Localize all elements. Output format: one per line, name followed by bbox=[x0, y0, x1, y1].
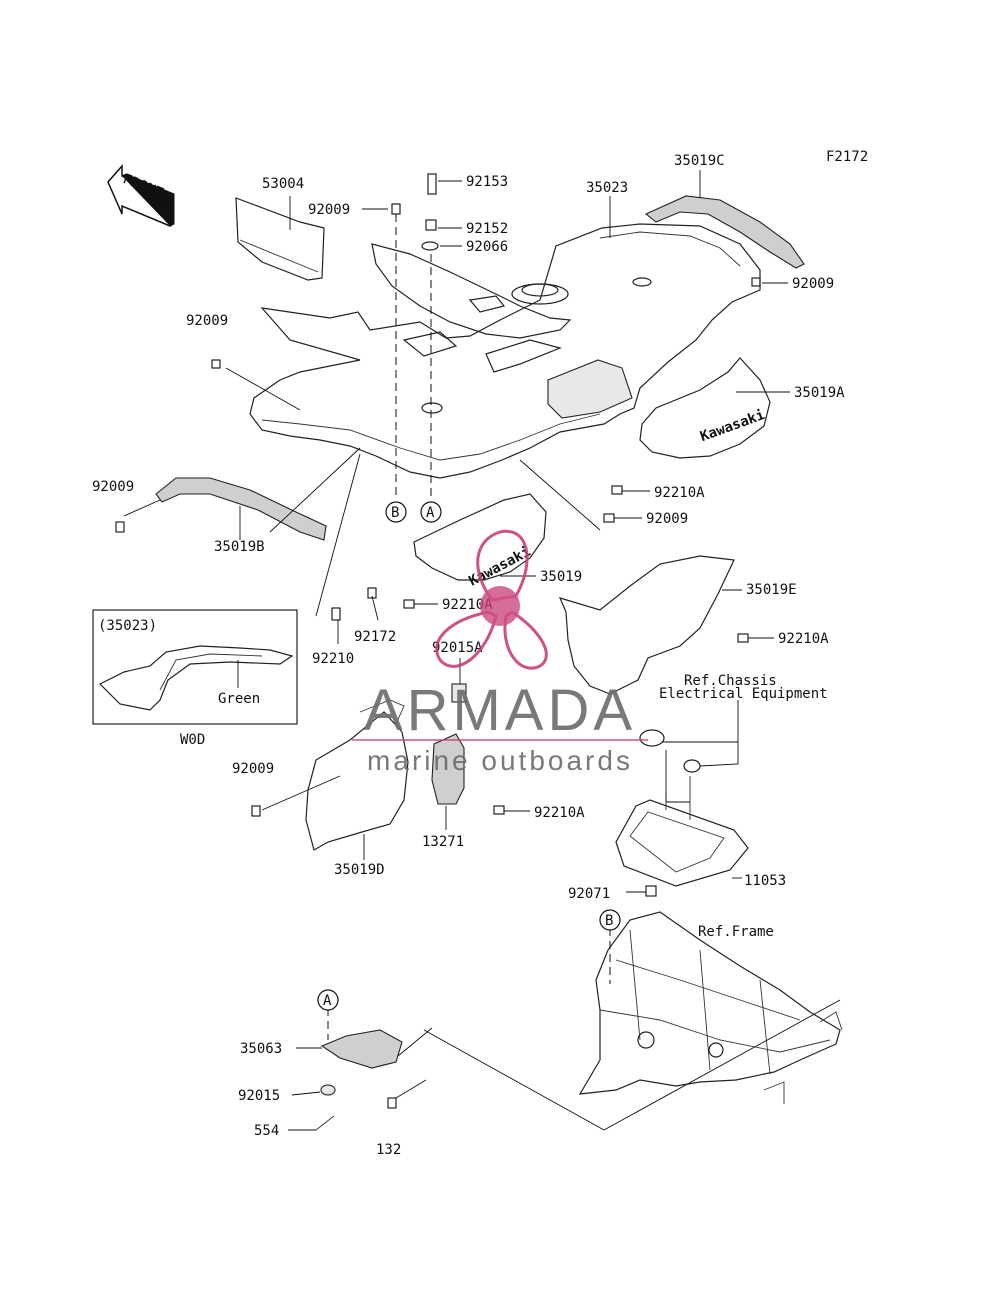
callout-35019a: 35019A bbox=[794, 385, 845, 401]
callout-554: 554 bbox=[254, 1123, 279, 1139]
svg-text:B: B bbox=[391, 505, 399, 521]
marker-b-frame: B bbox=[599, 909, 621, 931]
callout-92210: 92210 bbox=[312, 651, 354, 667]
front-arrow-icon: FRONT bbox=[107, 164, 175, 228]
inset-35023-variant: (35023) Green bbox=[92, 609, 298, 725]
part-35019b-strip bbox=[155, 477, 327, 541]
callout-53004: 53004 bbox=[262, 176, 304, 192]
callout-92009: 92009 bbox=[92, 479, 134, 495]
part-92015-nut bbox=[320, 1084, 336, 1096]
callout-92172: 92172 bbox=[354, 629, 396, 645]
ref-chassis-line1: Ref.Chassis bbox=[684, 673, 777, 689]
figure-code: F2172 bbox=[826, 149, 868, 165]
part-53004-flap bbox=[235, 197, 325, 281]
callout-92009: 92009 bbox=[186, 313, 228, 329]
part-35019a-panel: Kawasaki bbox=[639, 357, 771, 459]
callout-13271: 13271 bbox=[422, 834, 464, 850]
callout-92152: 92152 bbox=[466, 221, 508, 237]
ref-chassis-line2: Electrical Equipment bbox=[659, 686, 828, 702]
fender-brand-a: Kawasaki bbox=[698, 407, 767, 445]
part-11053-tray bbox=[615, 776, 749, 887]
callout-11053: 11053 bbox=[744, 873, 786, 889]
callout-35019b: 35019B bbox=[214, 539, 265, 555]
callout-92210a: 92210A bbox=[534, 805, 585, 821]
callout-35023: 35023 bbox=[586, 180, 628, 196]
part-554-pin bbox=[315, 1115, 335, 1131]
callout-35019: 35019 bbox=[540, 569, 582, 585]
part-35019c-strip bbox=[644, 195, 805, 269]
callout-92153: 92153 bbox=[466, 174, 508, 190]
callout-35019e: 35019E bbox=[746, 582, 797, 598]
svg-text:A: A bbox=[426, 505, 435, 521]
propeller-logo-icon bbox=[435, 529, 548, 670]
ref-frame: Ref.Frame bbox=[698, 924, 774, 940]
callout-92071: 92071 bbox=[568, 886, 610, 902]
callout-35019c: 35019C bbox=[674, 153, 725, 169]
callout-92210a: 92210A bbox=[654, 485, 705, 501]
inset-color-label: Green bbox=[218, 691, 260, 707]
callout-92210a: 92210A bbox=[778, 631, 829, 647]
watermark-brand: ARMADA bbox=[364, 678, 636, 743]
part-13271-bracket bbox=[431, 733, 465, 805]
part-35019d-panel bbox=[305, 711, 409, 851]
fasteners bbox=[115, 173, 761, 1109]
inset-title: (35023) bbox=[98, 618, 157, 634]
marker-a-bracket: A bbox=[317, 989, 339, 1011]
callout-92015a: 92015A bbox=[432, 640, 483, 656]
part-35023-rear-fender bbox=[249, 223, 761, 479]
part-35019e-panel bbox=[558, 555, 735, 695]
leader-lines bbox=[123, 170, 841, 1131]
callout-35019d: 35019D bbox=[334, 862, 385, 878]
svg-text:A: A bbox=[323, 993, 332, 1009]
callout-92015: 92015 bbox=[238, 1088, 280, 1104]
part-frame bbox=[578, 911, 843, 1104]
callout-92009: 92009 bbox=[792, 276, 834, 292]
callout-92066: 92066 bbox=[466, 239, 508, 255]
callout-92009: 92009 bbox=[232, 761, 274, 777]
callout-92009: 92009 bbox=[646, 511, 688, 527]
watermark-tagline: marine outboards bbox=[367, 745, 633, 776]
svg-text:B: B bbox=[605, 913, 613, 929]
callout-labels: 53004 92009 92153 92152 92066 35023 3501… bbox=[92, 153, 845, 1158]
part-35063-bracket bbox=[320, 1029, 403, 1069]
callout-132: 132 bbox=[376, 1142, 401, 1158]
armada-watermark: ARMADA marine outboards bbox=[352, 529, 648, 776]
marker-b-top: B bbox=[385, 501, 407, 523]
inset-model-label: W0D bbox=[180, 732, 205, 748]
marker-a-top: A bbox=[420, 501, 442, 523]
callout-35063: 35063 bbox=[240, 1041, 282, 1057]
callout-92009: 92009 bbox=[308, 202, 350, 218]
part-92015a-nut bbox=[451, 683, 467, 703]
